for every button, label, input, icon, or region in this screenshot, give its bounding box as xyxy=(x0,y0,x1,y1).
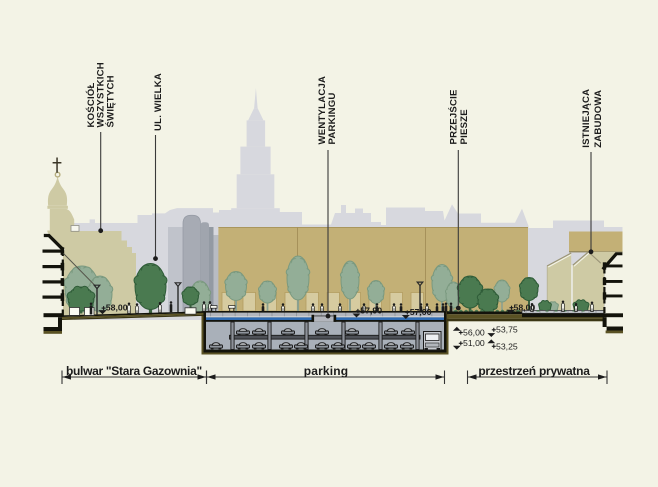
svg-text:53,75: 53,75 xyxy=(496,324,518,334)
svg-text:WENTYLACJA: WENTYLACJA xyxy=(317,76,328,145)
svg-text:UL. WIELKA: UL. WIELKA xyxy=(153,73,164,131)
svg-text:bulwar "Stara Gazownia": bulwar "Stara Gazownia" xyxy=(66,364,202,378)
svg-text:ISTNIEJĄCA: ISTNIEJĄCA xyxy=(581,89,592,148)
svg-text:57,00: 57,00 xyxy=(410,307,432,317)
svg-text:ŚWIĘTYCH: ŚWIĘTYCH xyxy=(104,75,116,127)
svg-text:58,00: 58,00 xyxy=(514,302,536,312)
svg-text:53,25: 53,25 xyxy=(496,341,518,351)
svg-text:58,00: 58,00 xyxy=(106,303,128,313)
svg-text:WSZYSTKICH: WSZYSTKICH xyxy=(96,62,107,127)
svg-text:51,00: 51,00 xyxy=(463,338,485,348)
svg-text:PARKINGU: PARKINGU xyxy=(327,92,338,144)
svg-text:PIESZE: PIESZE xyxy=(459,109,470,145)
svg-text:PRZEJŚCIE: PRZEJŚCIE xyxy=(448,89,460,145)
svg-text:57,90: 57,90 xyxy=(360,306,382,316)
svg-text:przestrzeń prywatna: przestrzeń prywatna xyxy=(478,364,590,378)
svg-text:ZABUDOWA: ZABUDOWA xyxy=(593,90,604,148)
svg-text:parking: parking xyxy=(304,364,348,378)
svg-text:KOŚCIÓŁ: KOŚCIÓŁ xyxy=(85,82,97,127)
svg-text:56,00: 56,00 xyxy=(463,328,485,338)
